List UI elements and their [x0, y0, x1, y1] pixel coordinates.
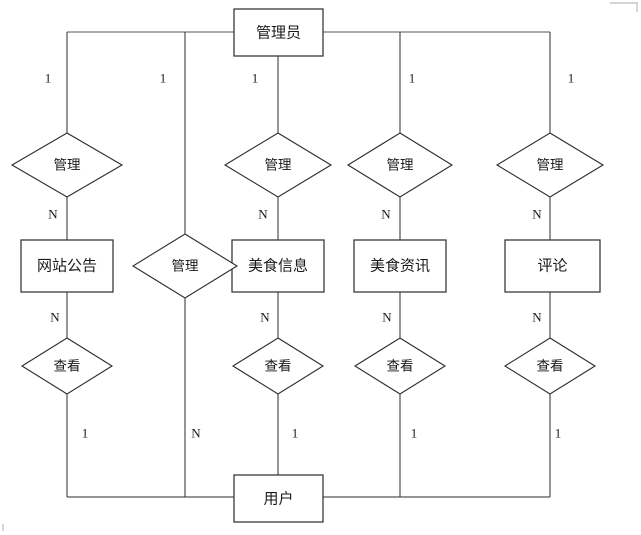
manage-rel-comment-diamond — [495, 132, 605, 198]
manage-rel-comment[interactable]: 管理 — [495, 132, 605, 198]
entity-food-news-box — [353, 239, 447, 293]
manage-rel-food[interactable]: 管理 — [223, 132, 333, 198]
manage-rel-user[interactable]: 管理 — [131, 233, 239, 299]
view-rel-notice[interactable]: 查看 — [20, 337, 114, 395]
card-user-food-1: 1 — [292, 426, 299, 441]
view-rel-news-label: 查看 — [387, 359, 414, 374]
manage-rel-notice-label: 管理 — [54, 158, 81, 173]
entity-food-info-box — [231, 239, 325, 293]
card-news-n: N — [381, 207, 391, 222]
manage-rel-user-label: 管理 — [172, 259, 199, 274]
cardinality-labels: 1 1 1 1 1 N N N N N N N N 1 N 1 1 1 — [45, 71, 575, 441]
card-user-manage-n: N — [191, 426, 201, 441]
view-rel-food-diamond — [231, 337, 325, 395]
user-entity[interactable]: 用户 — [233, 474, 324, 523]
view-rel-news[interactable]: 查看 — [353, 337, 447, 395]
entity-food-info[interactable]: 美食信息 — [231, 239, 325, 293]
user-entity-label: 用户 — [263, 491, 293, 508]
card-user-comment-1: 1 — [555, 426, 562, 441]
manage-rel-news-diamond — [346, 132, 454, 198]
admin-entity-label: 管理员 — [256, 25, 301, 42]
card-admin-food-1: 1 — [252, 71, 259, 86]
card-notice-n: N — [48, 207, 58, 222]
entity-food-news[interactable]: 美食资讯 — [353, 239, 447, 293]
manage-rel-notice-diamond — [10, 132, 124, 198]
view-rel-notice-label: 查看 — [54, 359, 81, 374]
card-view-news-n: N — [382, 310, 392, 325]
view-rel-comment[interactable]: 查看 — [503, 337, 597, 395]
card-food-n: N — [258, 207, 268, 222]
entity-food-info-label: 美食信息 — [248, 258, 308, 275]
connector-lines — [66, 31, 551, 498]
user-entity-box — [233, 474, 324, 523]
entity-website-notice-label: 网站公告 — [37, 258, 97, 275]
card-view-comment-n: N — [532, 310, 542, 325]
manage-rel-notice[interactable]: 管理 — [10, 132, 124, 198]
admin-entity[interactable]: 管理员 — [233, 8, 324, 57]
view-rel-food-label: 查看 — [265, 359, 292, 374]
entity-comment-box — [504, 239, 601, 293]
entity-website-notice[interactable]: 网站公告 — [20, 239, 114, 293]
entity-comment-label: 评论 — [537, 258, 567, 275]
view-rel-notice-diamond — [20, 337, 114, 395]
view-rel-comment-label: 查看 — [537, 359, 564, 374]
manage-rel-news-label: 管理 — [387, 158, 414, 173]
entity-website-notice-box — [20, 239, 114, 293]
manage-rel-user-diamond — [131, 233, 239, 299]
card-admin-comment-1: 1 — [568, 71, 575, 86]
card-user-notice-1: 1 — [82, 426, 89, 441]
card-view-food-n: N — [260, 310, 270, 325]
frame-corner-top-right — [610, 2, 638, 12]
entity-food-news-label: 美食资讯 — [370, 258, 430, 275]
card-admin-notice-1: 1 — [45, 71, 52, 86]
manage-rel-food-diamond — [223, 132, 333, 198]
manage-rel-news[interactable]: 管理 — [346, 132, 454, 198]
card-comment-n: N — [532, 207, 542, 222]
view-rel-news-diamond — [353, 337, 447, 395]
view-rel-food[interactable]: 查看 — [231, 337, 325, 395]
card-admin-user-1: 1 — [160, 71, 167, 86]
view-rel-comment-diamond — [503, 337, 597, 395]
card-admin-news-1: 1 — [409, 71, 416, 86]
entity-comment[interactable]: 评论 — [504, 239, 601, 293]
manage-rel-food-label: 管理 — [265, 158, 292, 173]
manage-rel-comment-label: 管理 — [537, 158, 565, 173]
admin-entity-box — [233, 8, 324, 57]
card-user-news-1: 1 — [411, 426, 418, 441]
card-view-notice-n: N — [50, 310, 60, 325]
